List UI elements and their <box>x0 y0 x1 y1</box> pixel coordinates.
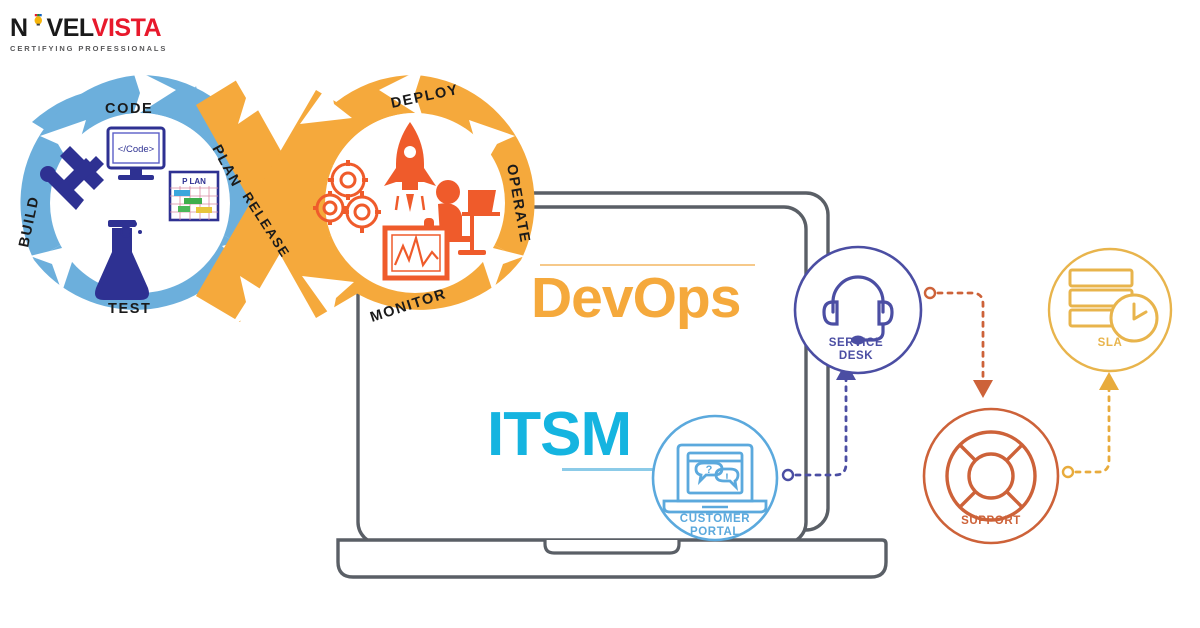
plan-chart-icon: P LAN <box>168 170 220 222</box>
node-label-support: SUPPORT <box>961 515 1021 527</box>
sla-clock-icon <box>1068 268 1159 343</box>
svg-text:P LAN: P LAN <box>182 177 206 186</box>
connector-support-to-sla <box>1061 372 1119 479</box>
logo-tagline: CERTIFYING PROFESSIONALS <box>10 44 168 53</box>
devops-underline <box>540 264 755 266</box>
node-support[interactable] <box>916 406 1066 556</box>
monitor-graph-icon <box>382 225 450 281</box>
itsm-heading: ITSM <box>487 400 632 469</box>
logo-text-novel-rest: VEL <box>46 14 93 42</box>
svg-text:!: ! <box>725 472 729 484</box>
logo-text-vista: VISTA <box>91 14 162 42</box>
connector-servicedesk-to-support <box>923 286 993 398</box>
laptop-chat-icon <box>662 443 768 514</box>
node-label-sla: SLA <box>1097 337 1123 349</box>
logo-bulb-icon <box>34 14 42 26</box>
rocket-icon <box>384 122 436 212</box>
itsm-connectors <box>781 286 1119 482</box>
wrench-screwdriver-icon <box>40 146 104 210</box>
svg-text:</Code>: </Code> <box>118 144 155 155</box>
headset-icon <box>822 275 894 345</box>
node-service-desk[interactable] <box>788 240 928 380</box>
logo-text-novel-n: N <box>10 14 28 42</box>
flask-icon <box>95 220 149 300</box>
devops-release-band <box>196 74 360 324</box>
life-ring-icon <box>945 430 1037 522</box>
node-sla[interactable] <box>1042 242 1178 378</box>
brand-logo: NOVELVISTA CERTIFYING PROFESSIONALS <box>10 14 210 53</box>
itsm-underline <box>562 468 742 471</box>
svg-text:?: ? <box>706 464 713 476</box>
node-customer-portal[interactable]: ? ! <box>646 413 784 551</box>
devops-heading: DevOps <box>531 266 741 330</box>
node-label-customer-portal: CUSTOMER PORTAL <box>679 513 751 538</box>
monitor-code-icon: </Code> <box>106 126 166 180</box>
devops-infinity-loop: CODE PLAN BUILD TEST DEPLOY OPERATE MONI… <box>16 68 535 326</box>
stage-label-test: TEST <box>108 301 151 317</box>
gears-icon <box>313 160 381 233</box>
stage-label-code: CODE <box>105 101 153 117</box>
node-label-service-desk: SERVICE DESK <box>828 337 884 362</box>
